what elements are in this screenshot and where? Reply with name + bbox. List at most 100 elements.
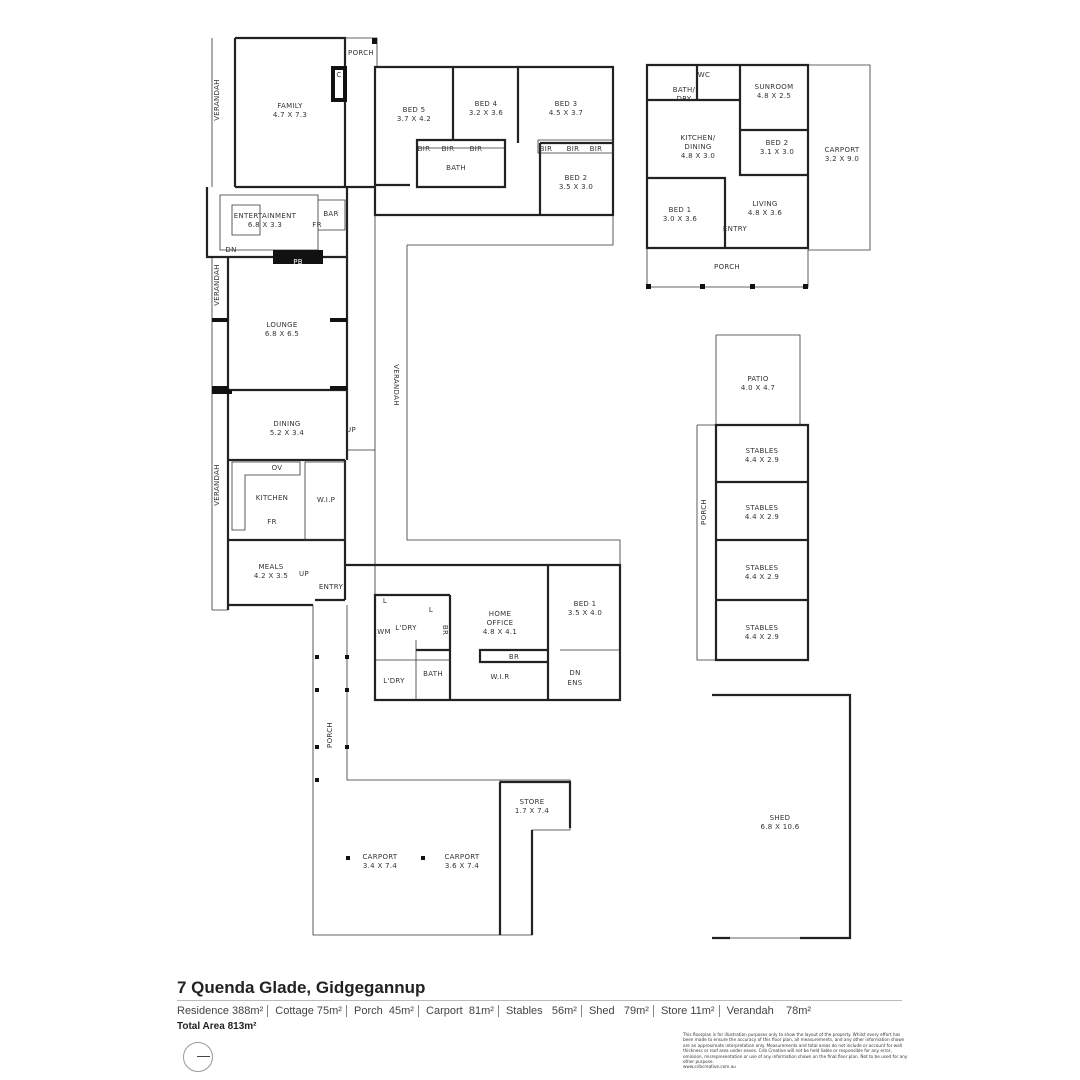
area-summary: Residence 388m² Cottage 75m² Porch 45m² … (177, 1005, 811, 1017)
entertainment-size: 6.8 X 3.3 (248, 221, 282, 229)
living-label: LIVING (752, 200, 777, 208)
pb-hearth (273, 250, 323, 264)
bed2-size: 3.5 X 3.0 (559, 183, 593, 191)
bir-label: BIR (590, 145, 603, 153)
cottage-wc-label: WC (698, 71, 710, 79)
area-value: 75m² (316, 1005, 342, 1017)
bed1-size: 3.5 X 4.0 (568, 609, 602, 617)
bir-label: BIR (418, 145, 431, 153)
fr-label: FR (267, 518, 277, 526)
bir-label: BIR (470, 145, 483, 153)
bath-label-lower: BATH (423, 670, 443, 678)
lounge-label: LOUNGE (266, 321, 297, 329)
bedroom-wing-walls (373, 65, 615, 217)
verandah-label-east: VERANDAH (392, 364, 400, 406)
verandah-outline-east (406, 215, 621, 565)
property-title: 7 Quenda Glade, Gidgegannup (177, 978, 426, 997)
br-label: BR (441, 625, 449, 635)
br-label: BR (509, 653, 519, 661)
dn-label: DN (225, 246, 236, 254)
cottage-kitchen-size: 4.8 X 3.0 (681, 152, 715, 160)
meals-size: 4.2 X 3.5 (254, 572, 288, 580)
laundry-label: L'DRY (395, 624, 417, 632)
north-compass-icon (183, 1042, 213, 1072)
area-label: Stables (505, 1005, 543, 1017)
laundry-label-2: L'DRY (383, 677, 405, 685)
wet-area-lines (375, 640, 621, 700)
verandah-inner (347, 215, 376, 600)
stables-label: STABLES (746, 624, 779, 632)
carport2-label: CARPORT (444, 853, 479, 861)
sunroom-size: 4.8 X 2.5 (757, 92, 791, 100)
area-label: Verandah (726, 1005, 774, 1017)
bed5-label: BED 5 (403, 106, 426, 114)
lower-wing-walls (315, 563, 622, 702)
up-label: UP (346, 426, 356, 434)
ov-label: OV (272, 464, 283, 472)
home-office-size: 4.8 X 4.1 (483, 628, 517, 636)
c-label: C (336, 71, 341, 79)
up-label: UP (299, 570, 309, 578)
cottage-porch-columns (646, 284, 808, 289)
cottage: BATH/ DRY WC SUNROOM 4.8 X 2.5 KITCHEN/ … (645, 63, 871, 289)
kitchen-label: KITCHEN (256, 494, 288, 502)
area-value: 79m² (623, 1005, 649, 1017)
wip-label: W.I.P (317, 496, 335, 504)
bed4-label: BED 4 (475, 100, 498, 108)
living-size: 4.8 X 3.6 (748, 209, 782, 217)
robe-lines (417, 139, 614, 154)
verandah-label-northwest: VERANDAH (213, 79, 221, 121)
shed-label: SHED (770, 814, 791, 822)
area-value: 81m² (468, 1005, 494, 1017)
bir-label: BIR (540, 145, 553, 153)
bir-label: BIR (442, 145, 455, 153)
porch-top-label: PORCH (348, 49, 374, 57)
lounge-piers (212, 318, 347, 394)
bed3-label: BED 3 (555, 100, 578, 108)
kitchen-benches (231, 461, 346, 541)
stables-size: 4.4 X 2.9 (745, 633, 779, 641)
area-value: 45m² (388, 1005, 414, 1017)
stables-label: STABLES (746, 447, 779, 455)
family-label: FAMILY (277, 102, 303, 110)
l-label: L (429, 606, 433, 614)
area-label: Store (660, 1005, 688, 1017)
cottage-bed2-label: BED 2 (766, 139, 789, 147)
shed-walls (712, 693, 852, 940)
cottage-carport-porch-outline (646, 64, 871, 288)
shed: SHED 6.8 X 10.6 (712, 693, 852, 940)
porch-label: PORCH (326, 722, 334, 748)
stables-walls (714, 423, 810, 662)
stables: PATIO 4.0 X 4.7 STABLES 4.4 X 2.9 STABLE… (696, 334, 810, 662)
area-label: Residence (177, 1005, 229, 1017)
bir-label: BIR (567, 145, 580, 153)
dining-label: DINING (273, 420, 300, 428)
home-office-label-2: OFFICE (487, 619, 514, 627)
verandah-label-southwest: VERANDAH (213, 464, 221, 506)
stables-size: 4.4 X 2.9 (745, 513, 779, 521)
entry-label: ENTRY (319, 583, 344, 591)
stables-porch-label: PORCH (700, 499, 708, 525)
wm-label: WM (377, 628, 391, 636)
website-text: www.cribcreative.com.au (683, 1064, 736, 1070)
carport2-size: 3.6 X 7.4 (445, 862, 479, 870)
dn-label: DN (569, 669, 580, 677)
home-office-label: HOME (489, 610, 511, 618)
area-value: 78m² (785, 1005, 812, 1017)
bed5-size: 3.7 X 4.2 (397, 115, 431, 123)
cottage-carport-size: 3.2 X 9.0 (825, 155, 859, 163)
l-label: L (383, 597, 387, 605)
sunroom-label: SUNROOM (755, 83, 794, 91)
cottage-bed1-size: 3.0 X 3.6 (663, 215, 697, 223)
area-label: Cottage (275, 1005, 314, 1017)
stables-size: 4.4 X 2.9 (745, 573, 779, 581)
bar-label: BAR (323, 210, 338, 218)
meals-label: MEALS (258, 563, 283, 571)
divider (177, 1000, 902, 1001)
main-house (205, 36, 622, 936)
store-size: 1.7 X 7.4 (515, 807, 549, 815)
cottage-entry-label: ENTRY (723, 225, 748, 233)
cottage-kitchen-label: KITCHEN/ (680, 134, 715, 142)
bed2-label: BED 2 (565, 174, 588, 182)
area-label: Carport (426, 1005, 463, 1017)
